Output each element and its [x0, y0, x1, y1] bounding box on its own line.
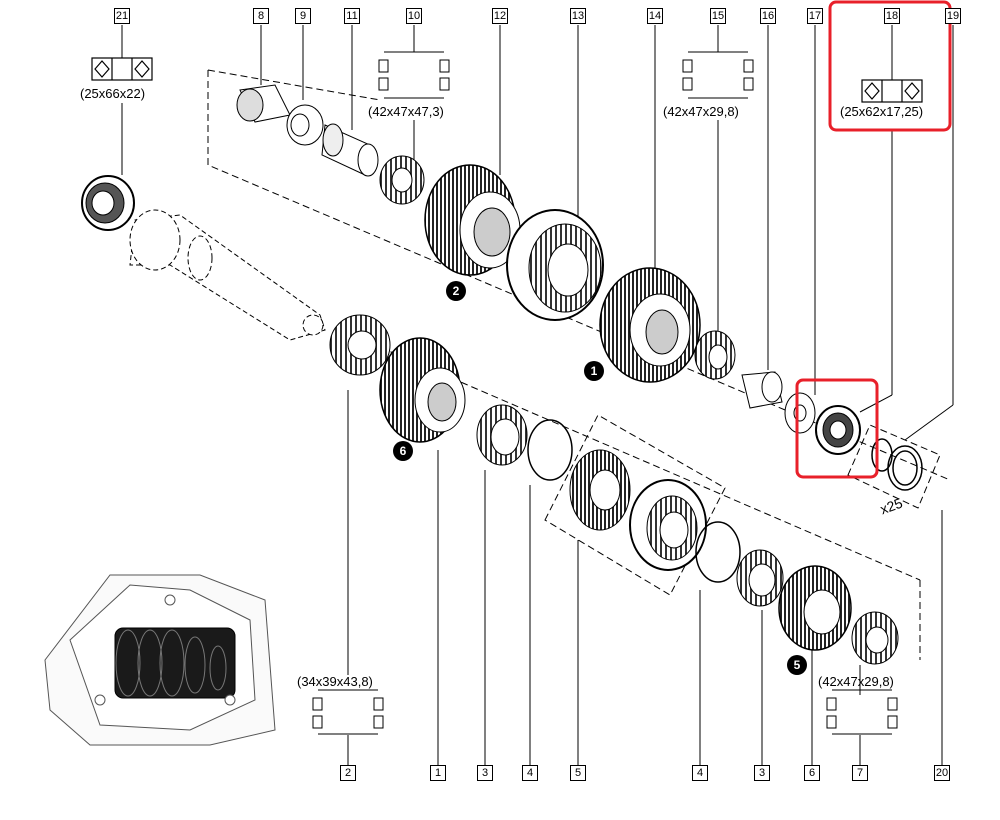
step-badge-6: 6	[393, 441, 413, 461]
callout-21[interactable]: 21	[114, 8, 130, 24]
callout-14[interactable]: 14	[647, 8, 663, 24]
bearing-symbol-21	[91, 57, 153, 81]
bearing-21	[81, 175, 135, 231]
spring-4	[527, 419, 573, 481]
bearing-symbol-18	[861, 79, 923, 103]
step-badge-2: 2	[446, 281, 466, 301]
callout-4b[interactable]: 4	[692, 765, 708, 781]
part-9	[286, 104, 324, 146]
spring-4b	[695, 521, 741, 583]
hub-5	[569, 449, 631, 531]
callout-15[interactable]: 15	[710, 8, 726, 24]
callout-2[interactable]: 2	[340, 765, 356, 781]
callout-9[interactable]: 9	[295, 8, 311, 24]
needle-bearing-2	[329, 314, 391, 376]
callout-1[interactable]: 1	[430, 765, 446, 781]
sleeve-5	[629, 479, 707, 571]
callout-16[interactable]: 16	[760, 8, 776, 24]
dimension-label-15: (42x47x29,8)	[663, 104, 739, 119]
synchro-ring-3	[476, 404, 528, 466]
dimension-label-7: (42x47x29,8)	[818, 674, 894, 689]
needle-bearing-15	[694, 330, 736, 380]
synchro-ring-3b	[736, 549, 784, 607]
callout-11[interactable]: 11	[344, 8, 360, 24]
callout-20[interactable]: 20	[934, 765, 950, 781]
callout-8[interactable]: 8	[253, 8, 269, 24]
gear-6	[778, 565, 852, 651]
dimension-label-10: (42x47x47,3)	[368, 104, 444, 119]
callout-5[interactable]: 5	[570, 765, 586, 781]
callout-19[interactable]: 19	[945, 8, 961, 24]
bearing-18	[815, 405, 861, 455]
gearbox-housing-thumbnail	[44, 574, 276, 746]
callout-3b[interactable]: 3	[754, 765, 770, 781]
callout-12[interactable]: 12	[492, 8, 508, 24]
input-shaft	[129, 209, 326, 341]
dimension-label-18: (25x62x17,25)	[840, 104, 924, 119]
shim-rings	[871, 438, 923, 491]
callout-6[interactable]: 6	[804, 765, 820, 781]
needle-bearing-10	[379, 155, 425, 205]
callout-18[interactable]: 18	[884, 8, 900, 24]
callout-10[interactable]: 10	[406, 8, 422, 24]
gear-1	[379, 337, 466, 443]
needle-symbol-10	[378, 51, 450, 99]
needle-bearing-7	[851, 611, 899, 665]
synchro-13	[506, 209, 604, 321]
callout-4[interactable]: 4	[522, 765, 538, 781]
callout-7[interactable]: 7	[852, 765, 868, 781]
gear-12	[424, 164, 521, 276]
washer-17	[784, 392, 816, 434]
highlight-box-bearing	[795, 378, 879, 479]
needle-symbol-2	[312, 689, 384, 735]
part-11	[321, 123, 379, 177]
step-badge-5: 5	[787, 655, 807, 675]
highlight-box-18	[828, 0, 952, 132]
needle-symbol-7	[826, 689, 898, 735]
callout-13[interactable]: 13	[570, 8, 586, 24]
part-8	[236, 84, 291, 123]
dimension-label-21: (25x66x22)	[80, 86, 146, 101]
callout-3[interactable]: 3	[477, 765, 493, 781]
callout-17[interactable]: 17	[807, 8, 823, 24]
gear-14	[599, 267, 701, 383]
dimension-label-2: (34x39x43,8)	[297, 674, 373, 689]
step-badge-1: 1	[584, 361, 604, 381]
part-16	[741, 371, 783, 409]
needle-symbol-15	[682, 51, 754, 99]
